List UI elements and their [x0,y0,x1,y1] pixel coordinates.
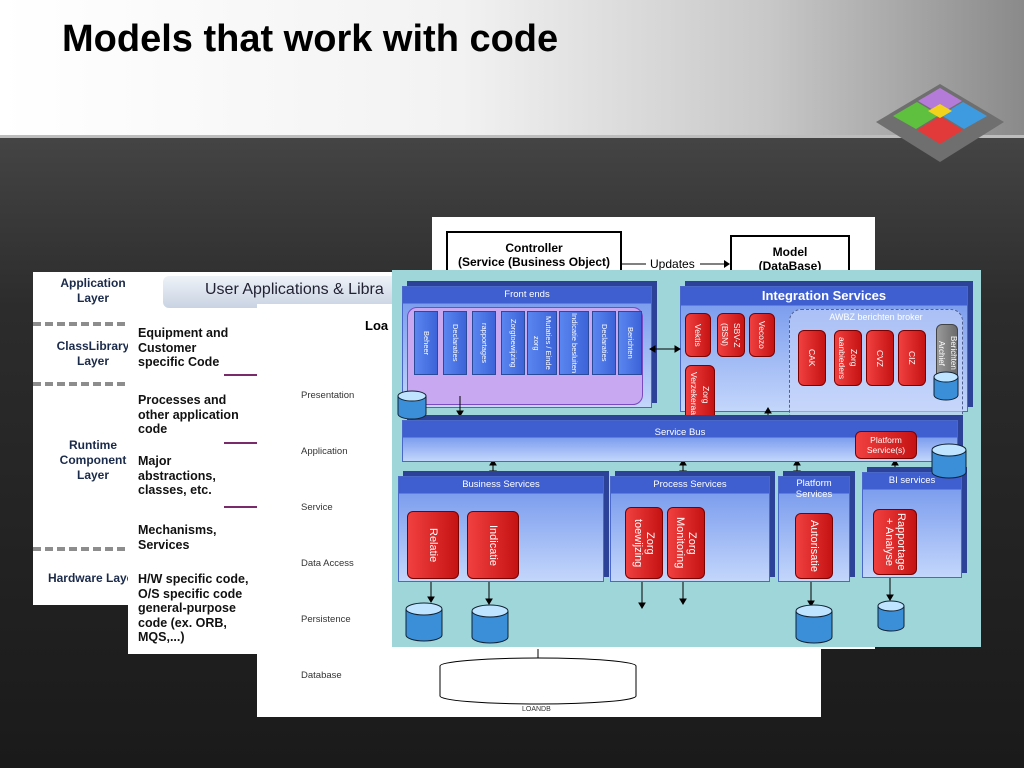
database-icon [931,443,967,479]
tier-label: Application [301,446,348,457]
tier-label: Presentation [301,390,355,401]
rapportage-analyse-button[interactable]: Rapportage + Analyse [873,509,917,575]
ciz-button[interactable]: CIZ [898,330,926,386]
database-cylinder-icon [439,648,637,705]
awbz-broker-box: AWBZ berichten broker CAK Zorg aanbieder… [789,309,963,425]
tier-label: Database [301,670,342,681]
model-label: Model [772,245,808,259]
connector-arrows [427,345,899,609]
updates-arrow-label: Updates [650,257,695,271]
model-sublabel: (DataBase) [758,259,822,273]
layer-label-runtime: Runtime Component Layer [59,438,127,482]
cak-button[interactable]: CAK [798,330,826,386]
code-item-connector [224,506,264,508]
database-label: LOANDB [522,706,551,713]
front-ends-title: Front ends [504,289,550,300]
autorisatie-button[interactable]: Autorisatie [795,513,833,579]
controller-label: Controller [505,241,563,255]
tiers-heading: Loa [365,318,389,333]
cvz-button[interactable]: CVZ [866,330,894,386]
front-end-tab: Berichten [618,311,642,375]
service-bus-title: Service Bus [654,427,706,438]
layer-divider [33,322,161,326]
database-icon [795,604,833,644]
code-item: Processes and other application code [138,393,239,436]
controller-sublabel: (Service (Business Object) [457,255,611,269]
database-icon [933,371,959,401]
front-end-tab: rapportages [472,311,496,375]
layer-label-classlibrary: ClassLibrary Layer [56,339,130,368]
zorg-toewijzing-button[interactable]: Zorg toewijzing [625,507,663,579]
platform-services-title: Platform Services [795,478,833,500]
integration-services-box: Integration Services Vektis SBV-Z (BSN) … [680,286,968,425]
zorg-monitoring-button[interactable]: Zorg Monitoring [667,507,705,579]
code-item: Equipment and Customer specific Code [138,326,229,369]
tier-label: Service [301,502,333,513]
code-item-connector [224,374,264,376]
database-icon [471,604,509,644]
service-bus-box: Service Bus Platform Service(s) [402,420,958,462]
front-end-tab: Indicatie besluiten [559,311,589,375]
integration-services-title: Integration Services [761,288,887,303]
tier-label: Data Access [301,558,354,569]
code-item: H/W specific code, O/S specific code gen… [138,572,249,644]
code-item: Major abstractions, classes, etc. [138,454,216,497]
front-end-tab: Declaraties [592,311,616,375]
database-icon [877,600,905,632]
database-icon [397,390,427,420]
user-apps-banner-label: User Applications & Libra [205,281,384,298]
bi-services-box: BI services Rapportage + Analyse [862,472,962,578]
database-icon [405,602,443,642]
layer-label-hardware: Hardware Layer [47,571,139,585]
front-end-tab: Zorgtoewijzing [501,311,525,375]
front-end-tab: Beheer [414,311,438,375]
header-divider [0,135,1024,138]
diamond-logo-icon [876,84,1004,162]
tier-label: Persistence [301,614,351,625]
layer-divider [33,382,161,386]
sbvz-button[interactable]: SBV-Z (BSN) [717,313,745,357]
relatie-button[interactable]: Relatie [407,511,459,579]
bi-services-title: BI services [888,475,936,486]
code-item-connector [224,442,264,444]
layer-divider [33,547,161,551]
business-services-box: Business Services Relatie Indicatie [398,476,604,582]
slide-title: Models that work with code [62,18,559,60]
soa-panel: Front ends Beheer Declaraties rapportage… [392,270,981,647]
zorg-aanbieders-button[interactable]: Zorg aanbieders [834,330,862,386]
code-descriptions-panel: Equipment and Customer specific Code Pro… [128,318,268,654]
process-services-box: Process Services Zorg toewijzing Zorg Mo… [610,476,770,582]
front-end-tab: Mutaties / Einde zorg [527,311,557,375]
slide-header [0,0,1024,135]
front-ends-box: Front ends Beheer Declaraties rapportage… [402,286,652,408]
updates-arrow-icon [620,260,730,268]
platform-services-box: Platform Services Autorisatie [778,476,850,582]
user-apps-banner [163,276,403,308]
layer-label-application: Application Layer [60,276,126,305]
vecozo-button[interactable]: Vecozo [749,313,775,357]
awbz-broker-title: AWBZ berichten broker [829,312,923,322]
front-end-tab: Declaraties [443,311,467,375]
code-item: Mechanisms, Services [138,523,217,552]
business-services-title: Business Services [462,479,540,490]
vektis-button[interactable]: Vektis [685,313,711,357]
platform-services-button[interactable]: Platform Service(s) [855,431,917,459]
process-services-title: Process Services [653,479,727,490]
indicatie-button[interactable]: Indicatie [467,511,519,579]
